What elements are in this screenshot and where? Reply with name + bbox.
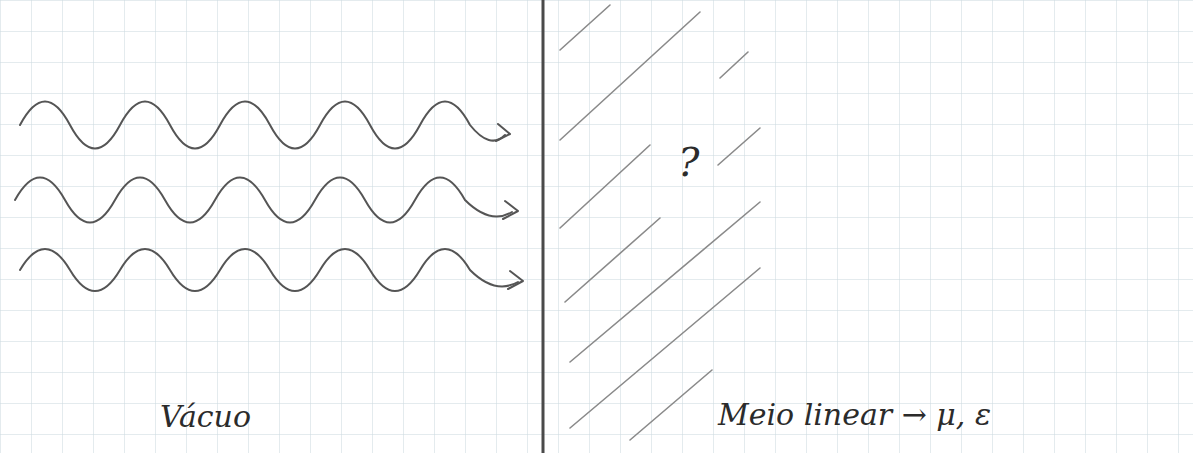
arrow-head [496, 124, 510, 141]
region-label: Vácuo [160, 400, 251, 433]
hatch [630, 370, 712, 440]
question-mark: ? [678, 140, 699, 184]
interface-line [542, 0, 545, 453]
arrow-head [503, 201, 518, 219]
hatch [565, 218, 660, 302]
hatch [560, 12, 700, 140]
medium-label: Meio linear → μ, ε [718, 398, 991, 431]
wave [20, 249, 518, 291]
wave [20, 102, 505, 149]
hatch [570, 202, 760, 362]
arrow-head [508, 271, 523, 289]
hatch [560, 145, 650, 228]
hatch [720, 52, 748, 78]
hatch [718, 128, 760, 165]
hatch [560, 5, 610, 50]
wave [15, 178, 512, 223]
